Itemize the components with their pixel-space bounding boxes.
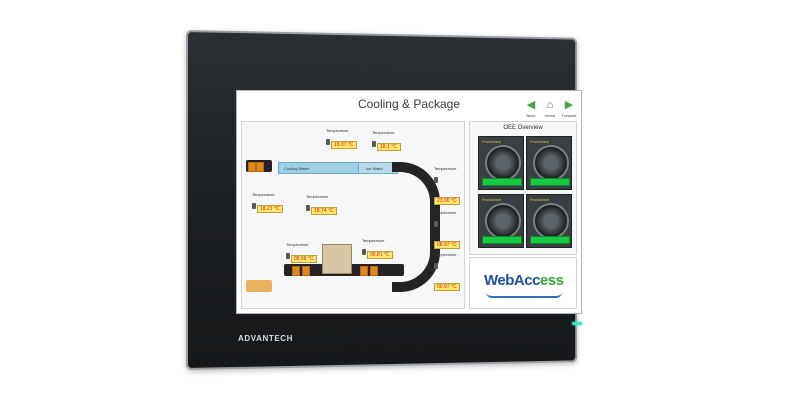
- process-diagram: Cooling Water Ice Water Temperature 18.0…: [241, 121, 465, 309]
- temp-label: Temperature: [434, 210, 457, 215]
- gauge-value-bar: [482, 236, 522, 244]
- temp-value: 09.97 °C: [434, 283, 460, 291]
- arrow-right-icon: ▶: [564, 99, 574, 111]
- thermometer-icon: [286, 252, 290, 259]
- webaccess-logo: WebAccess: [484, 272, 564, 289]
- back-button[interactable]: ◀ Back: [523, 95, 539, 118]
- temp-value: 23.00 °C: [434, 197, 460, 205]
- nav-bar: ◀ Back ⌂ Home ▶ Forward: [523, 95, 577, 118]
- temp-label: Temperature: [434, 252, 457, 257]
- temp-label: Temperature: [326, 128, 349, 133]
- logo-swoosh: [486, 292, 562, 298]
- home-icon: ⌂: [546, 99, 554, 111]
- home-button[interactable]: ⌂ Home: [542, 95, 558, 118]
- temp-value: 18.74 °C: [311, 207, 337, 215]
- gauge-value-bar: [530, 236, 570, 244]
- power-led: [572, 322, 582, 325]
- temp-label: Temperature: [252, 192, 275, 197]
- arrow-left-icon: ◀: [526, 99, 536, 111]
- oee-gauge-3[interactable]: Production: [478, 194, 524, 248]
- temp-sensor-8: Temperature 05.81 °C: [362, 238, 393, 261]
- temp-value: 09.58 °C: [291, 255, 317, 263]
- temp-sensor-9: Temperature 09.97 °C: [434, 252, 464, 293]
- hmi-screen: Cooling & Package ◀ Back ⌂ Home ▶ Forwar…: [236, 90, 582, 314]
- forward-label: Forward: [561, 113, 577, 118]
- crate: [256, 162, 264, 172]
- home-label: Home: [544, 113, 556, 118]
- exit-conveyor: [246, 280, 272, 292]
- temp-sensor-4: Temperature 18.74 °C: [306, 194, 337, 217]
- gauge-value-bar: [482, 178, 522, 186]
- temp-sensor-6: Temperature 08.97 °C: [434, 210, 464, 251]
- logo-text-accent: ess: [539, 272, 564, 289]
- temp-label: Temperature: [362, 238, 385, 243]
- crate: [302, 266, 310, 276]
- gauge-dial-icon: [485, 145, 521, 181]
- temp-value: 08.97 °C: [434, 241, 460, 249]
- crate: [292, 266, 300, 276]
- temp-sensor-3: Temperature 18.21 °C: [252, 192, 283, 215]
- temp-value: 18.07 °C: [331, 141, 357, 149]
- tank-label-cooling: Cooling Water: [284, 166, 310, 171]
- temp-label: Temperature: [306, 194, 329, 199]
- thermometer-icon: [362, 248, 366, 255]
- temp-label: Temperature: [372, 130, 395, 135]
- thermometer-icon: [372, 140, 376, 147]
- temp-sensor-2: Temperature 18.1 °C: [372, 130, 401, 153]
- page-title: Cooling & Package: [357, 97, 461, 111]
- crate: [360, 266, 368, 276]
- thermometer-icon: [434, 220, 438, 227]
- thermometer-icon: [326, 138, 330, 145]
- oee-gauge-4[interactable]: Production: [526, 194, 572, 248]
- logo-text-main: WebAcc: [484, 272, 540, 289]
- thermometer-icon: [434, 176, 438, 183]
- temp-label: Temperature: [434, 166, 457, 171]
- temp-sensor-5: Temperature 23.00 °C: [434, 166, 464, 207]
- packaging-machine: [322, 244, 352, 274]
- gauge-dial-icon: [533, 203, 569, 239]
- temp-label: Temperature: [286, 242, 309, 247]
- temp-value: 18.21 °C: [257, 205, 283, 213]
- gauge-label: Production: [530, 197, 550, 202]
- forward-button[interactable]: ▶ Forward: [561, 95, 577, 118]
- oee-gauge-1[interactable]: Production: [478, 136, 524, 190]
- tank-label-ice: Ice Water: [366, 166, 383, 171]
- brand-logo: ADVANTECH: [238, 334, 294, 343]
- oee-title: OEE Overview: [503, 125, 543, 131]
- gauge-label: Production: [482, 197, 502, 202]
- gauge-dial-icon: [485, 203, 521, 239]
- temp-sensor-1: Temperature 18.07 °C: [326, 128, 357, 151]
- gauge-dial-icon: [533, 145, 569, 181]
- oee-panel: OEE Overview Production Production Produ…: [469, 121, 577, 255]
- curved-conveyor: [392, 162, 440, 292]
- gauge-label: Production: [530, 139, 550, 144]
- crate: [370, 266, 378, 276]
- crate: [248, 162, 256, 172]
- back-label: Back: [526, 113, 536, 118]
- thermometer-icon: [434, 262, 438, 269]
- thermometer-icon: [252, 202, 256, 209]
- thermometer-icon: [306, 204, 310, 211]
- temp-value: 05.81 °C: [367, 251, 393, 259]
- gauge-value-bar: [530, 178, 570, 186]
- webaccess-logo-panel: WebAccess: [469, 257, 577, 309]
- oee-gauge-2[interactable]: Production: [526, 136, 572, 190]
- gauge-label: Production: [482, 139, 502, 144]
- temp-value: 18.1 °C: [377, 143, 401, 151]
- temp-sensor-7: Temperature 09.58 °C: [286, 242, 317, 265]
